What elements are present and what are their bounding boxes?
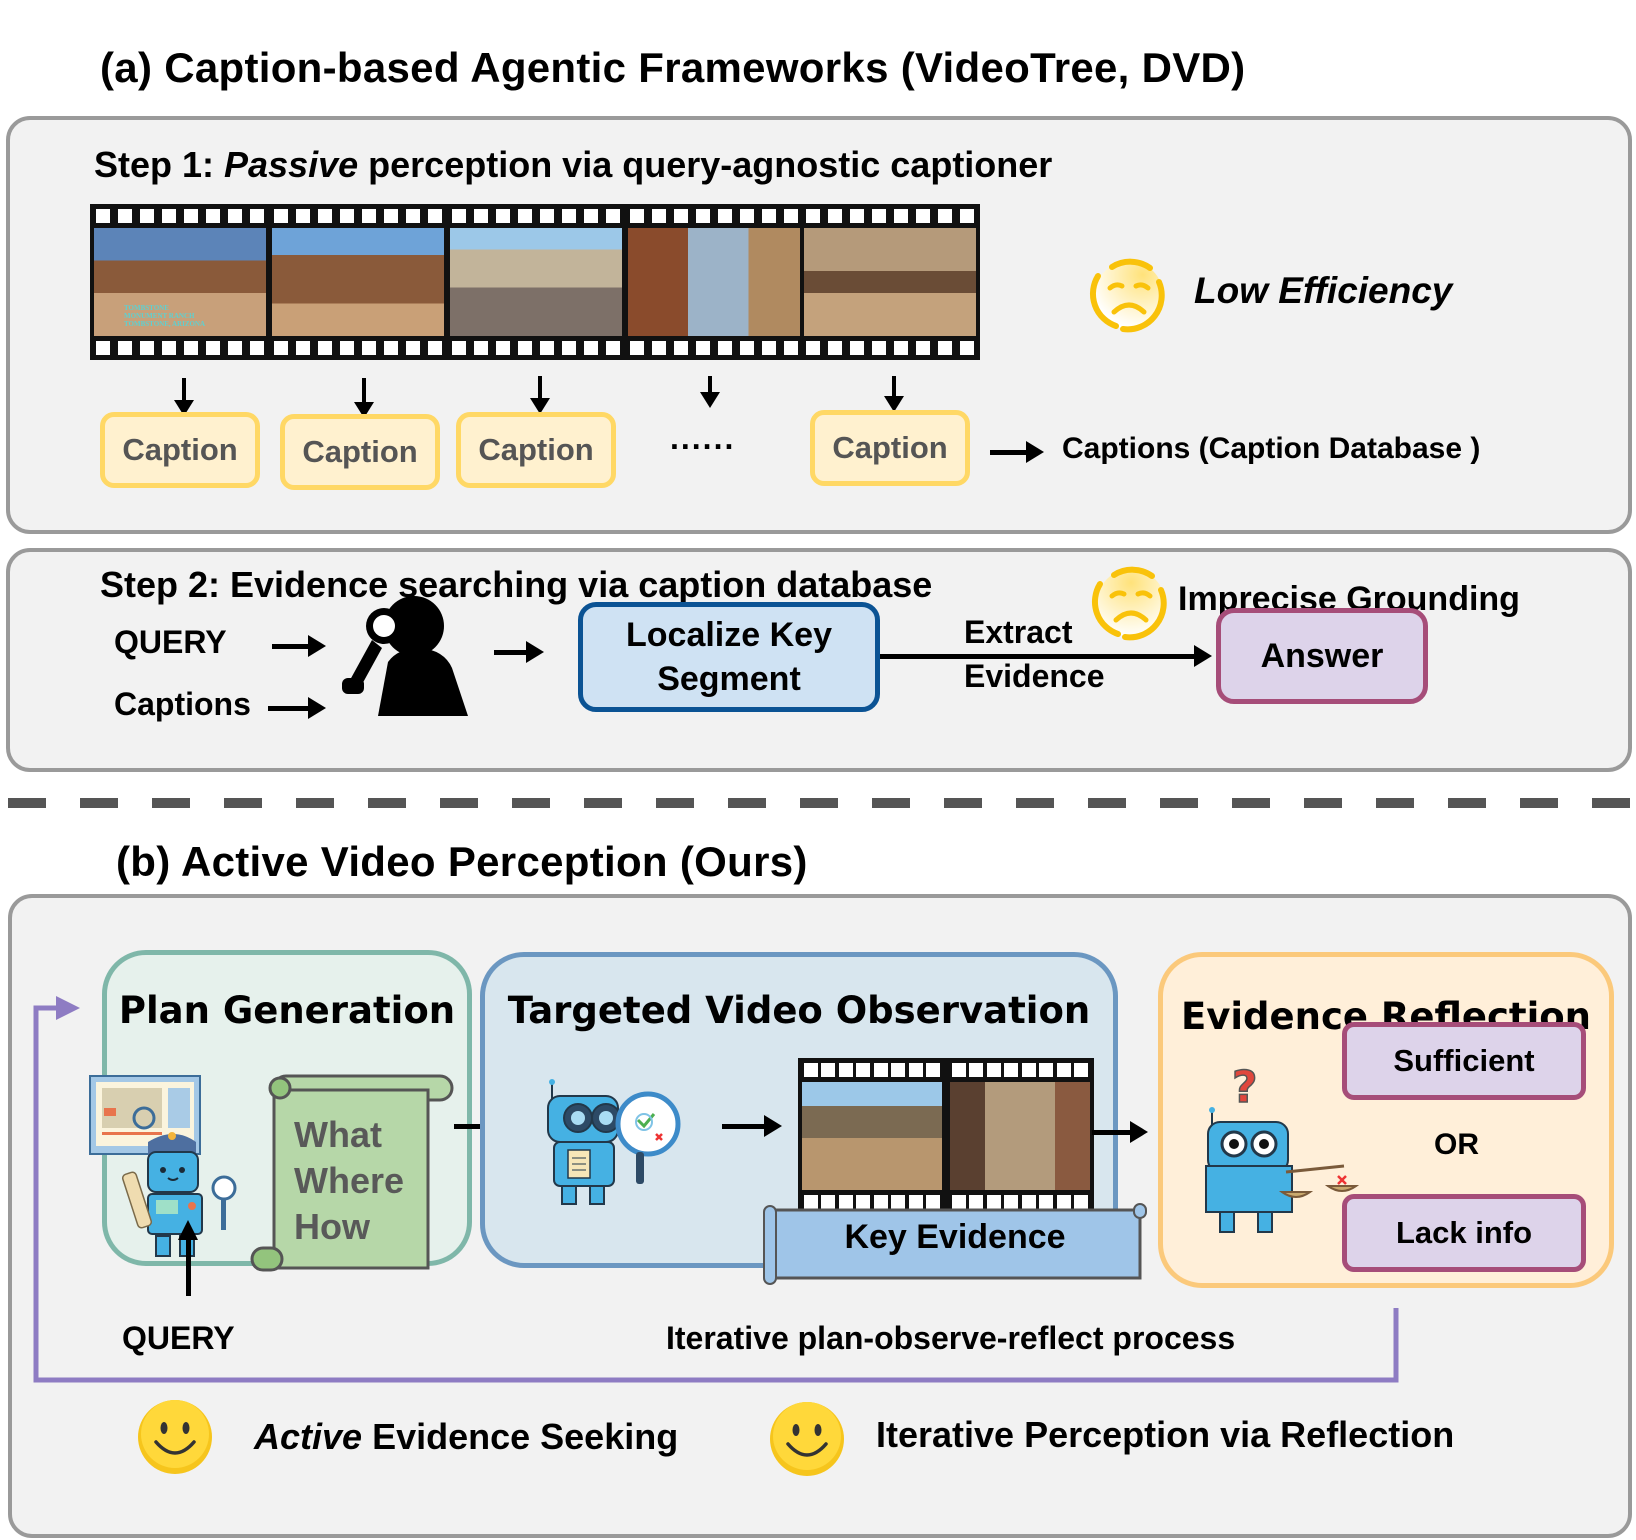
robot-planner-icon — [89, 1075, 237, 1257]
ellipsis: ...... — [670, 420, 736, 456]
film-frame — [798, 1058, 946, 1214]
benefit-iterative-perception: Iterative Perception via Reflection — [876, 1414, 1455, 1455]
film-perforations — [804, 1195, 940, 1209]
arrow-right — [494, 641, 544, 663]
query-label: QUERY — [122, 1320, 235, 1356]
benefit-text: Evidence Seeking — [362, 1416, 679, 1457]
arrow-right — [268, 697, 326, 719]
arrow-down — [700, 376, 720, 408]
arrow-down — [884, 376, 904, 412]
film-perforations — [274, 209, 442, 223]
step1-title-suffix: perception via query-agnostic captioner — [358, 144, 1053, 185]
film-perforations — [452, 209, 620, 223]
film-perforations — [952, 1195, 1088, 1209]
arrow-head-up — [178, 1220, 198, 1240]
video-frame-image — [804, 228, 976, 336]
targeted-video-observation-title: Targeted Video Observation — [507, 989, 1091, 1032]
film-frame — [268, 204, 448, 360]
film-perforations — [630, 341, 798, 355]
arrow-right — [272, 635, 326, 657]
video-frame-image — [950, 1082, 1090, 1190]
plan-item-where: Where — [294, 1160, 405, 1201]
arrow-right — [880, 645, 1212, 667]
caption-box: Caption — [280, 414, 440, 490]
caption-box: Caption — [456, 412, 616, 488]
plan-item-how: How — [294, 1206, 370, 1247]
arrow-right — [990, 441, 1044, 463]
video-frame-image — [628, 228, 800, 336]
film-perforations — [96, 341, 264, 355]
film-perforations — [274, 341, 442, 355]
plan-scroll-text: What Where How — [294, 1112, 404, 1250]
video-frame-image — [272, 228, 444, 336]
localize-line-1: Localize Key — [626, 616, 832, 654]
step2-panel: Step 2: Evidence searching via caption d… — [6, 548, 1632, 772]
part-b-panel: Plan Generation What Where How — [8, 894, 1632, 1538]
person-magnifier-icon — [342, 596, 468, 716]
film-frame — [800, 204, 980, 360]
arrow-down — [174, 378, 194, 416]
plan-scroll-icon — [250, 1074, 454, 1272]
captions-input-label: Captions — [114, 686, 251, 722]
step1-panel: Step 1: Passive perception via query-agn… — [6, 116, 1632, 534]
plan-generation-title: Plan Generation — [118, 989, 456, 1032]
film-perforations — [630, 209, 798, 223]
key-evidence-label: Key Evidence — [844, 1218, 1066, 1256]
film-perforations — [806, 209, 974, 223]
step2-title: Step 2: Evidence searching via caption d… — [100, 564, 933, 605]
film-perforations — [806, 341, 974, 355]
step1-title-prefix: Step 1: — [94, 144, 225, 185]
lack-info-option: Lack info — [1342, 1194, 1586, 1272]
sufficient-option: Sufficient — [1342, 1022, 1586, 1100]
arrow-down — [530, 376, 550, 414]
low-efficiency-label: Low Efficiency — [1194, 270, 1453, 311]
localize-line-2: Segment — [657, 660, 801, 698]
benefit-active-evidence-seeking: Active Evidence Seeking — [254, 1416, 678, 1458]
sad-face-icon — [1091, 566, 1167, 641]
smile-icon — [770, 1402, 844, 1476]
sad-face-icon — [1089, 258, 1165, 333]
film-perforations — [952, 1063, 1088, 1077]
caption-box: Caption — [100, 412, 260, 488]
caption-box: Caption — [810, 410, 970, 486]
arrow-right — [722, 1115, 782, 1137]
evidence-label: Evidence — [964, 658, 1105, 694]
video-frame-image — [802, 1082, 942, 1190]
film-perforations — [452, 341, 620, 355]
arrow-down — [354, 378, 374, 418]
step1-title: Step 1: Passive perception via query-agn… — [94, 144, 1052, 186]
film-frame — [446, 204, 626, 360]
or-label: OR — [1434, 1128, 1479, 1161]
query-arrow-up — [186, 1236, 191, 1296]
svg-text:?: ? — [1232, 1066, 1258, 1113]
film-frame — [624, 204, 804, 360]
query-input-label: QUERY — [114, 624, 227, 660]
step1-title-italic: Passive — [224, 144, 359, 185]
film-frame — [946, 1058, 1094, 1214]
arrow-right — [1092, 1121, 1148, 1143]
iteration-loop-line — [33, 996, 1399, 1383]
video-frame-image — [450, 228, 622, 336]
section-divider — [8, 798, 1636, 808]
key-evidence-banner — [763, 1203, 1147, 1285]
film-perforations — [804, 1063, 940, 1077]
part-a-title: (a) Caption-based Agentic Frameworks (Vi… — [100, 44, 1246, 91]
plan-item-what: What — [294, 1114, 382, 1155]
benefit-italic: Active — [254, 1416, 363, 1457]
answer-box: Answer — [1216, 608, 1428, 704]
iterative-process-label: Iterative plan-observe-reflect process — [666, 1320, 1236, 1356]
robot-magnifier-icon — [547, 1079, 681, 1205]
caption-database-label: Captions (Caption Database ) — [1062, 432, 1481, 465]
extract-label: Extract — [964, 614, 1073, 650]
smile-icon — [138, 1400, 212, 1474]
robot-scales-icon: ? — [1205, 1066, 1360, 1233]
film-perforations — [96, 209, 264, 223]
part-b-title: (b) Active Video Perception (Ours) — [116, 838, 808, 885]
